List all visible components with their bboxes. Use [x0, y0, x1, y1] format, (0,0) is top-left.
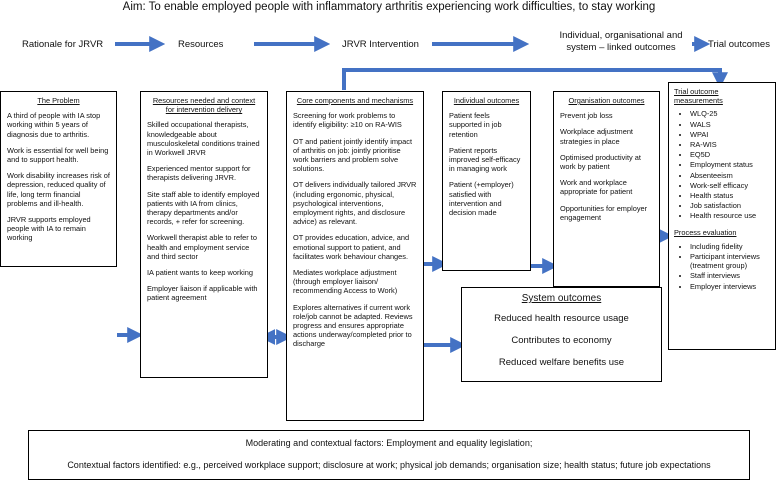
trial-title: Trial outcome measurements: [674, 87, 770, 105]
trial-measures-list: WLQ-25 WALS WPAI RA-WIS EQ5D Employment …: [674, 109, 770, 220]
trial-measure-item: EQ5D: [690, 150, 770, 159]
resources-item: IA patient wants to keep working: [147, 268, 253, 278]
header-intervention: JRVR Intervention: [342, 39, 419, 50]
trial-measure-item: Health status: [690, 191, 770, 200]
trial-title-line2: measurements: [674, 96, 723, 106]
problem-item: JRVR supports employed people with IA to…: [7, 215, 91, 243]
trial-measure-item: WPAI: [690, 130, 770, 139]
organisation-item: Opportunities for employer engagement: [560, 203, 648, 222]
trial-outcomes-box: Trial outcome measurements WLQ-25 WALS W…: [668, 82, 776, 350]
trial-measure-item: WALS: [690, 120, 770, 129]
problem-box: The Problem A third of people with IA st…: [0, 91, 117, 267]
problem-item: Work disability increases risk of depres…: [7, 171, 110, 208]
individual-item: Patient (+employer) satisfied with inter…: [449, 180, 514, 218]
core-box: Core components and mechanisms Screening…: [286, 91, 424, 421]
trial-measure-item: Health resource use: [690, 211, 770, 220]
problem-item: Work is essential for well being and to …: [7, 145, 109, 165]
trial-measure-item: Work-self efficacy: [690, 181, 770, 190]
organisation-item: Prevent job loss: [560, 111, 613, 121]
header-linked-outcomes-line1: Individual, organisational and: [559, 30, 683, 41]
core-title: Core components and mechanisms: [296, 96, 414, 105]
contextual-factors-line2: Contextual factors identified: e.g., per…: [67, 460, 711, 471]
system-item: Reduced health resource usage: [494, 313, 629, 324]
organisation-item: Workplace adjustment strategies in place: [560, 127, 633, 146]
resources-title: Resources needed and context for interve…: [147, 96, 261, 114]
core-item: OT delivers individually tailored JRVR (…: [293, 180, 417, 227]
trial-measure-item: RA-WIS: [690, 140, 770, 149]
core-item: Explores alternatives if current work ro…: [293, 302, 413, 349]
core-item: OT provides education, advice, and emoti…: [293, 233, 410, 261]
organisation-title: Organisation outcomes: [568, 96, 645, 105]
resources-item: Skilled occupational therapists, knowled…: [147, 120, 260, 158]
system-title: System outcomes: [521, 293, 602, 304]
organisation-item: Work and workplace appropriate for patie…: [560, 178, 633, 197]
resources-item: Site staff able to identify employed pat…: [147, 189, 260, 227]
aim-title: Aim: To enable employed people with infl…: [122, 1, 656, 13]
trial-measure-item: Absenteeism: [690, 171, 770, 180]
header-trial: Trial outcomes: [708, 39, 770, 50]
individual-item: Patient reports improved self-efficacy i…: [449, 145, 521, 174]
core-item: OT and patient jointly identify impact o…: [293, 136, 412, 174]
process-item: Employer interviews: [690, 282, 770, 291]
header-rationale: Rationale for JRVR: [22, 39, 104, 50]
resources-item: Experienced mentor support for therapist…: [147, 164, 251, 183]
process-evaluation-title: Process evaluation: [674, 227, 737, 237]
individual-title: Individual outcomes: [453, 96, 520, 105]
contextual-factors-box: Moderating and contextual factors: Emplo…: [28, 430, 750, 480]
trial-measure-item: Job satisfaction: [690, 201, 770, 210]
system-outcomes-box: System outcomes Reduced health resource …: [461, 287, 662, 382]
process-evaluation-list: Including fidelity Participant interview…: [674, 242, 770, 291]
header-linked-outcomes-line2: system – linked outcomes: [566, 42, 676, 53]
resources-box: Resources needed and context for interve…: [140, 91, 268, 378]
individual-item: Patient feels supported in job retention: [449, 111, 502, 139]
header-linked-outcomes: Individual, organisational and system – …: [556, 30, 686, 54]
resources-item: Workwell therapist able to refer to heal…: [147, 233, 257, 261]
header-resources: Resources: [178, 39, 224, 50]
organisation-item: Optimised productivity at work by patien…: [560, 152, 641, 172]
individual-outcomes-box: Individual outcomes Patient feels suppor…: [442, 91, 531, 271]
process-item: Including fidelity: [690, 242, 770, 251]
contextual-factors-line1: Moderating and contextual factors: Emplo…: [245, 438, 533, 448]
trial-measure-item: WLQ-25: [690, 109, 770, 118]
core-item: Screening for work problems to identify …: [293, 111, 402, 130]
problem-title: The Problem: [37, 96, 80, 105]
system-item: Reduced welfare benefits use: [498, 357, 625, 368]
process-item: Participant interviews (treatment group): [690, 252, 770, 270]
organisation-outcomes-box: Organisation outcomes Prevent job loss W…: [553, 91, 660, 287]
resources-title-line2: for intervention delivery: [165, 105, 243, 115]
resources-title-line1: Resources needed and context: [152, 96, 256, 105]
core-item: Mediates workplace adjustment (through e…: [293, 268, 398, 296]
resources-item: Employer liaison if applicable with pati…: [147, 284, 258, 303]
process-item: Staff interviews: [690, 271, 770, 280]
trial-title-line1: Trial outcome: [674, 87, 719, 96]
system-item: Contributes to economy: [511, 335, 612, 346]
trial-measure-item: Employment status: [690, 160, 770, 169]
arrow-top-to-trial: [342, 68, 728, 90]
problem-item: A third of people with IA stop working w…: [7, 111, 101, 139]
